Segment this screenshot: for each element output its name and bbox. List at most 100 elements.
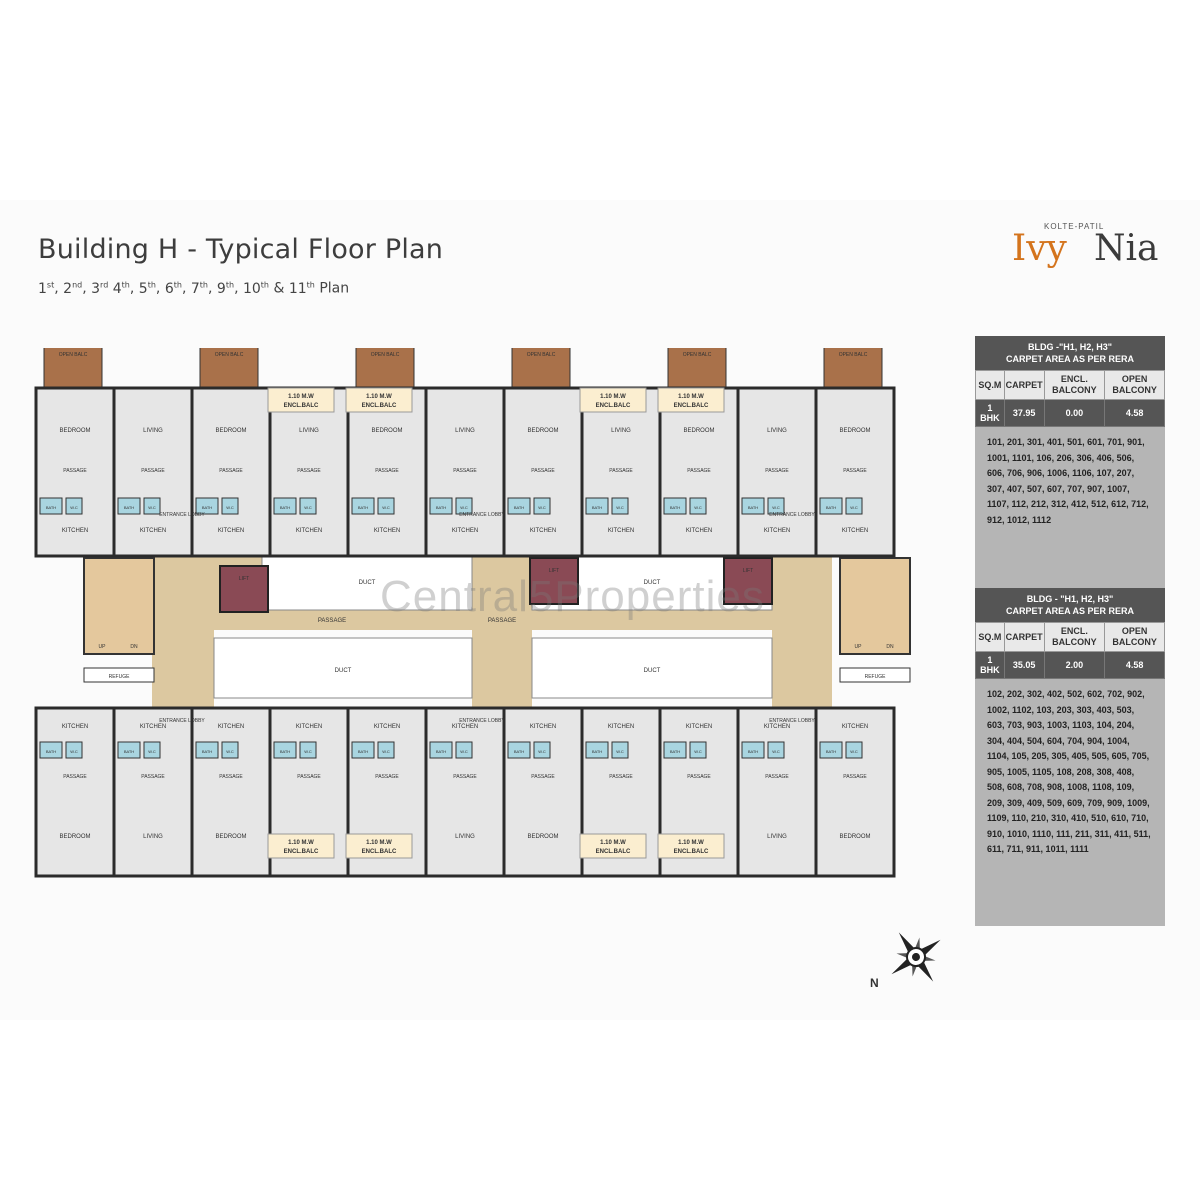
bath — [741, 497, 765, 515]
wc-label: W.C — [850, 505, 858, 510]
room-label: LIVING — [767, 428, 787, 434]
corridor-west — [152, 530, 214, 716]
col-sqm: SQ.M — [975, 622, 1005, 652]
floor-number: 6th — [164, 280, 182, 297]
cell-type: 1 BHK — [975, 651, 1005, 679]
open-balcony — [43, 348, 103, 389]
compass-north-label: N — [870, 976, 879, 990]
bath — [195, 741, 219, 759]
room-label: PASSAGE — [687, 468, 711, 474]
wc — [611, 497, 629, 515]
duct-label: DUCT — [335, 668, 352, 674]
bath — [429, 741, 453, 759]
bath-label: BATH — [280, 749, 290, 754]
wc — [767, 497, 785, 515]
room-label: KITCHEN — [842, 724, 868, 730]
encl-balcony-width: 1.10 M.W — [600, 840, 626, 846]
room-label: KITCHEN — [764, 724, 790, 730]
floor-number: 5th — [138, 280, 156, 297]
staircase — [839, 557, 911, 655]
entrance-lobby-label: ENTRANCE LOBBY — [769, 718, 815, 724]
wc-label: W.C — [304, 749, 312, 754]
room-label: PASSAGE — [843, 774, 867, 780]
enclosed-balcony — [345, 387, 413, 413]
room-label: BEDROOM — [215, 834, 246, 840]
apartment-unit — [502, 706, 584, 878]
duct — [213, 637, 473, 699]
room-label: BEDROOM — [683, 428, 714, 434]
duct — [531, 637, 773, 699]
entrance-lobby-label: ENTRANCE LOBBY — [769, 512, 815, 518]
stair-up-label: UP — [855, 644, 863, 650]
bath-label: BATH — [436, 505, 446, 510]
enclosed-balcony — [657, 387, 725, 413]
wc-label: W.C — [538, 505, 546, 510]
enclosed-balcony — [579, 387, 647, 413]
room-label: KITCHEN — [62, 528, 88, 534]
room-label: PASSAGE — [843, 468, 867, 474]
bath — [117, 497, 141, 515]
wc — [299, 497, 317, 515]
open-balcony-label: OPEN BALC — [683, 352, 712, 358]
encl-balcony-width: 1.10 M.W — [678, 394, 704, 400]
room-label: LIVING — [143, 428, 163, 434]
rera-table-1-heading: BLDG -"H1, H2, H3" CARPET AREA AS PER RE… — [975, 336, 1165, 370]
rera-table-1-grid: SQ.M CARPET ENCL. BALCONY OPEN BALCONY 1… — [975, 370, 1165, 427]
lift — [529, 557, 579, 605]
room-label: KITCHEN — [686, 724, 712, 730]
encl-balcony-width: 1.10 M.W — [366, 394, 392, 400]
room-label: PASSAGE — [453, 774, 477, 780]
room-label: KITCHEN — [842, 528, 868, 534]
logo-ivy: Ivy — [1012, 228, 1067, 269]
passage-label: PASSAGE — [488, 618, 516, 624]
lift-label: LIFT — [239, 576, 249, 582]
rera-table-2: BLDG - "H1, H2, H3" CARPET AREA AS PER R… — [975, 588, 1165, 926]
corridor-east — [772, 530, 832, 716]
room-label: BEDROOM — [215, 428, 246, 434]
passage-label: PASSAGE — [318, 618, 346, 624]
encl-balcony-label: ENCL.BALC — [284, 403, 319, 409]
room-label: BEDROOM — [527, 834, 558, 840]
room-label: KITCHEN — [452, 528, 478, 534]
floor-list-subtitle: 1st, 2nd, 3rd 4th, 5th, 6th, 7th, 9th, 1… — [38, 280, 350, 297]
refuge-label: REFUGE — [109, 674, 131, 680]
col-carpet: CARPET — [1003, 370, 1045, 400]
wc — [455, 497, 473, 515]
room-label: PASSAGE — [219, 468, 243, 474]
entrance-lobby-label: ENTRANCE LOBBY — [159, 512, 205, 518]
room-label: KITCHEN — [530, 528, 556, 534]
bath-label: BATH — [670, 505, 680, 510]
floor-number: 10th — [242, 280, 270, 297]
room-label: LIVING — [767, 834, 787, 840]
bath-label: BATH — [202, 505, 212, 510]
bath-label: BATH — [358, 749, 368, 754]
col-carpet: CARPET — [1003, 622, 1045, 652]
encl-balcony-label: ENCL.BALC — [674, 849, 709, 855]
floor-number: 2nd — [63, 280, 83, 297]
bath — [819, 741, 843, 759]
wc — [65, 741, 83, 759]
room-label: KITCHEN — [764, 528, 790, 534]
floor-number: 9th — [216, 280, 235, 297]
wc — [611, 741, 629, 759]
wc-label: W.C — [850, 749, 858, 754]
bath — [819, 497, 843, 515]
rera-table-1: BLDG -"H1, H2, H3" CARPET AREA AS PER RE… — [975, 336, 1165, 612]
rera-table-1-units: 101, 201, 301, 401, 501, 601, 701, 901, … — [987, 437, 1149, 525]
wc — [299, 741, 317, 759]
cell-encl: 0.00 — [1043, 399, 1106, 427]
refuge-label: REFUGE — [865, 674, 887, 680]
bath-label: BATH — [592, 505, 602, 510]
bath-label: BATH — [514, 505, 524, 510]
room-label: PASSAGE — [297, 774, 321, 780]
room-label: PASSAGE — [453, 468, 477, 474]
lift-label: LIFT — [743, 568, 753, 574]
wc-label: W.C — [616, 505, 624, 510]
room-label: KITCHEN — [374, 528, 400, 534]
wc-label: W.C — [460, 505, 468, 510]
floor-number: 1st — [38, 280, 55, 297]
room-label: BEDROOM — [839, 834, 870, 840]
wc — [533, 741, 551, 759]
lift — [723, 557, 773, 605]
encl-balcony-width: 1.10 M.W — [366, 840, 392, 846]
